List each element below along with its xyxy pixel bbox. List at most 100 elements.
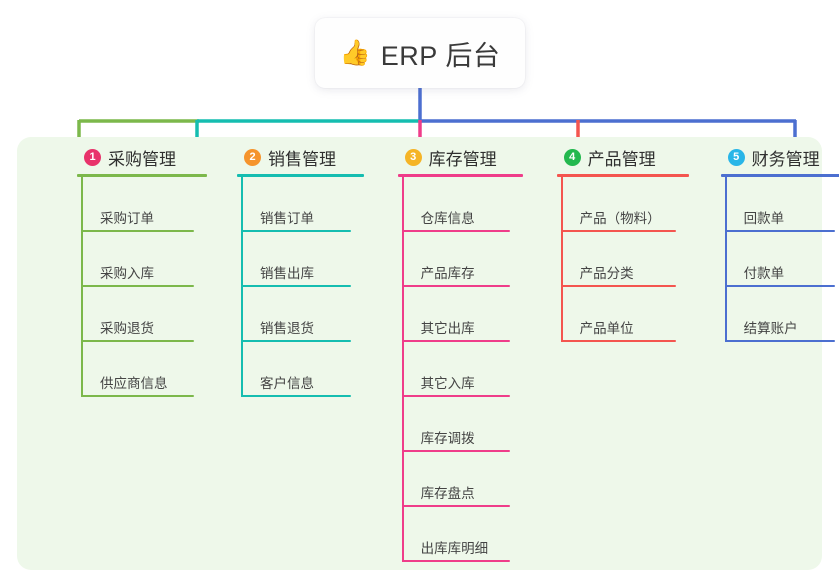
leaf-item[interactable]: 销售订单 <box>222 177 352 232</box>
branch-title-3: 库存管理 <box>428 149 497 169</box>
leaf-item[interactable]: 其它出库 <box>383 287 510 342</box>
leaf-item[interactable]: 付款单 <box>706 232 835 287</box>
leaf-item-underline <box>81 395 194 397</box>
leaf-item[interactable]: 产品（物料） <box>542 177 676 232</box>
branch-underline-4 <box>556 174 689 177</box>
leaf-item-underline <box>560 285 676 287</box>
leaf-item-label: 回款单 <box>743 211 785 226</box>
leaf-item-label: 库存调拨 <box>420 431 475 446</box>
leaf-item[interactable]: 采购订单 <box>62 177 194 232</box>
leaf-item[interactable]: 采购退货 <box>62 287 194 342</box>
leaf-item-underline <box>560 230 676 232</box>
branch-title-1: 采购管理 <box>108 149 176 169</box>
leaf-item-label: 销售出库 <box>260 266 315 281</box>
leaf-item[interactable]: 出库库明细 <box>383 507 510 562</box>
branch-spine-1 <box>81 177 83 397</box>
leaf-item-label: 销售订单 <box>260 211 315 226</box>
branch-underline-2 <box>237 174 365 177</box>
leaf-item[interactable]: 产品分类 <box>542 232 676 287</box>
leaf-item-underline <box>81 230 194 232</box>
leaf-item[interactable]: 产品库存 <box>383 232 510 287</box>
branch-underline-1 <box>77 174 207 177</box>
leaf-item-label: 产品（物料） <box>579 211 661 226</box>
branch-title-5: 财务管理 <box>751 149 820 169</box>
leaf-item-label: 供应商信息 <box>100 376 168 391</box>
branch-items-1: 采购订单采购入库采购退货供应商信息 <box>62 177 194 397</box>
leaf-item-underline <box>241 285 352 287</box>
leaf-item[interactable]: 库存调拨 <box>383 397 510 452</box>
leaf-item-underline <box>401 230 510 232</box>
leaf-item-label: 销售退货 <box>260 321 315 336</box>
root-title: ERP 后台 <box>380 40 501 71</box>
leaf-item-underline <box>401 450 510 452</box>
leaf-item-label: 结算账户 <box>743 321 798 336</box>
leaf-item-label: 采购订单 <box>100 211 154 226</box>
branch-header-2[interactable]: 2 销售管理 <box>222 137 365 177</box>
leaf-item[interactable]: 销售退货 <box>222 287 352 342</box>
leaf-item-underline <box>724 285 835 287</box>
branch-spine-3 <box>401 177 404 562</box>
branches-panel <box>17 137 822 570</box>
leaf-item-label: 出库库明细 <box>420 541 489 556</box>
leaf-item-underline <box>401 340 510 342</box>
leaf-item-label: 库存盘点 <box>420 486 475 501</box>
leaf-item[interactable]: 仓库信息 <box>383 177 510 232</box>
leaf-item[interactable]: 结算账户 <box>706 287 835 342</box>
branch-badge-2: 2 <box>244 148 262 166</box>
branch-spine-4 <box>560 177 563 342</box>
leaf-item-label: 客户信息 <box>260 376 315 391</box>
leaf-item-underline <box>724 340 835 342</box>
branch-underline-5 <box>720 174 839 177</box>
branch-column-3: 3 库存管理仓库信息产品库存其它出库其它入库库存调拨库存盘点出库库明细 <box>383 137 523 570</box>
branch-badge-3: 3 <box>404 148 422 166</box>
leaf-item-underline <box>724 230 835 232</box>
branch-header-3[interactable]: 3 库存管理 <box>383 137 523 177</box>
leaf-item-label: 采购入库 <box>100 266 154 281</box>
leaf-item-underline <box>81 285 194 287</box>
branch-title-4: 产品管理 <box>587 149 656 169</box>
leaf-item-label: 其它出库 <box>420 321 475 336</box>
leaf-item-underline <box>401 560 510 562</box>
leaf-item[interactable]: 采购入库 <box>62 232 194 287</box>
leaf-item-label: 付款单 <box>743 266 785 281</box>
leaf-item[interactable]: 产品单位 <box>542 287 676 342</box>
leaf-item[interactable]: 回款单 <box>706 177 835 232</box>
branch-items-3: 仓库信息产品库存其它出库其它入库库存调拨库存盘点出库库明细 <box>383 177 510 562</box>
leaf-item[interactable]: 客户信息 <box>222 342 352 397</box>
leaf-item-label: 产品分类 <box>579 266 634 281</box>
leaf-item-underline <box>241 395 352 397</box>
root-node[interactable]: 👍 ERP 后台 <box>315 18 525 88</box>
leaf-item-label: 仓库信息 <box>420 211 475 226</box>
branch-badge-5: 5 <box>727 148 745 166</box>
leaf-item-underline <box>81 340 194 342</box>
branch-column-4: 4 产品管理产品（物料） 产品分类产品单位 <box>542 137 689 570</box>
leaf-item[interactable]: 其它入库 <box>383 342 510 397</box>
branch-underline-3 <box>397 174 523 177</box>
branch-column-5: 5 财务管理回款单付款单结算账户 <box>706 137 839 570</box>
branch-column-2: 2 销售管理销售订单销售出库销售退货客户信息 <box>222 137 365 570</box>
leaf-item[interactable]: 供应商信息 <box>62 342 194 397</box>
leaf-item-underline <box>401 395 510 397</box>
branch-items-5: 回款单付款单结算账户 <box>706 177 835 342</box>
leaf-item-underline <box>401 505 510 507</box>
leaf-item[interactable]: 销售出库 <box>222 232 352 287</box>
leaf-item-label: 产品单位 <box>579 321 634 336</box>
branch-title-2: 销售管理 <box>268 149 337 169</box>
branch-spine-2 <box>241 177 244 397</box>
branch-items-4: 产品（物料） 产品分类产品单位 <box>542 177 676 342</box>
branch-badge-4: 4 <box>563 148 581 166</box>
leaf-item-underline <box>401 285 510 287</box>
branch-spine-5 <box>724 177 727 342</box>
branch-header-5[interactable]: 5 财务管理 <box>706 137 839 177</box>
leaf-item-underline <box>241 340 352 342</box>
branch-header-4[interactable]: 4 产品管理 <box>542 137 689 177</box>
leaf-item-label: 其它入库 <box>420 376 475 391</box>
leaf-item-label: 产品库存 <box>420 266 475 281</box>
leaf-item-underline <box>560 340 676 342</box>
thumbs-up-icon: 👍 <box>339 38 371 67</box>
leaf-item[interactable]: 库存盘点 <box>383 452 510 507</box>
